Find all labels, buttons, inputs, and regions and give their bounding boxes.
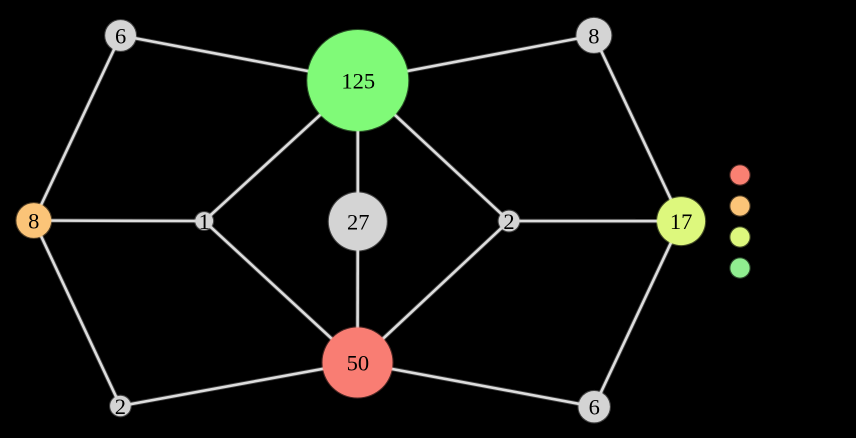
svg-text:27: 27 [347,210,370,235]
svg-text:2: 2 [503,209,514,234]
svg-text:2: 2 [115,394,126,419]
svg-text:8: 8 [588,23,599,48]
svg-text:6: 6 [115,24,126,49]
svg-text:17: 17 [670,209,693,234]
svg-text:50: 50 [347,351,370,376]
svg-text:125: 125 [341,69,375,94]
svg-text:6: 6 [589,395,600,420]
svg-text:8: 8 [28,209,39,234]
svg-text:1: 1 [199,209,210,234]
